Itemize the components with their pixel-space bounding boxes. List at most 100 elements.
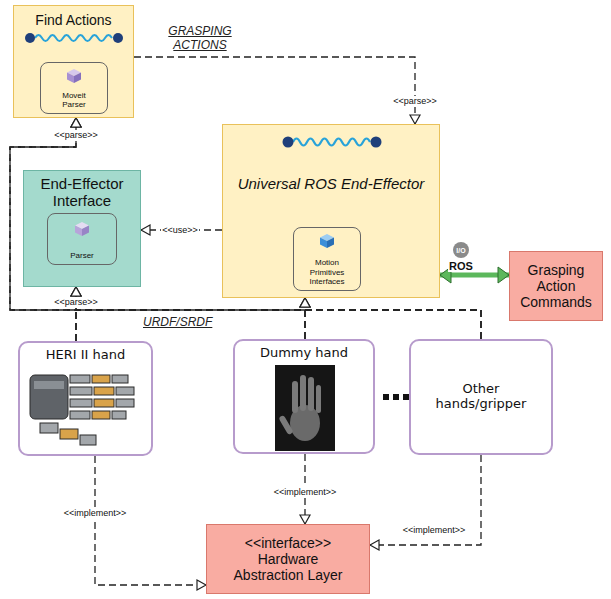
edge-label: <<use>> bbox=[161, 225, 199, 236]
thumb-link bbox=[60, 429, 78, 439]
node-text: Parser bbox=[70, 251, 94, 260]
hand-box: Dummy hand bbox=[233, 339, 375, 454]
finger-link bbox=[112, 411, 126, 419]
thumb-link bbox=[40, 423, 58, 433]
node-text: Grasping Action Commands bbox=[513, 262, 599, 310]
palm-plate bbox=[34, 381, 64, 389]
finger bbox=[316, 385, 321, 413]
cube-face bbox=[327, 238, 334, 249]
spring-icon bbox=[282, 133, 382, 151]
module-box: Motion Primitives Interfaces bbox=[293, 227, 361, 291]
cube-face bbox=[320, 238, 327, 249]
arrowhead bbox=[370, 540, 379, 550]
dummy-hand-picture bbox=[275, 365, 335, 451]
finger bbox=[292, 381, 298, 413]
edge-label: <<parse>> bbox=[53, 130, 99, 141]
dependency-line bbox=[76, 298, 310, 341]
flow-label: URDF/SRDF bbox=[143, 315, 212, 329]
arrowhead bbox=[300, 298, 310, 307]
edge-label: <<parse>> bbox=[53, 297, 99, 308]
connector-path bbox=[95, 456, 206, 585]
thumb bbox=[278, 415, 293, 435]
finger-link bbox=[94, 399, 114, 407]
cube-icon bbox=[74, 221, 90, 237]
dependency-line bbox=[95, 456, 206, 590]
arrowhead bbox=[300, 298, 310, 307]
module-box: Moveit Parser bbox=[40, 62, 108, 114]
arrowhead bbox=[410, 115, 420, 124]
dependency-line bbox=[300, 298, 481, 339]
arrowhead bbox=[71, 118, 81, 127]
dependency-line bbox=[134, 57, 420, 124]
edge-label: <<implement>> bbox=[402, 525, 467, 536]
edge-label: <<implement>> bbox=[273, 487, 338, 498]
cube-icon bbox=[319, 233, 335, 249]
finger-link bbox=[92, 375, 110, 383]
arrowhead bbox=[300, 298, 310, 307]
hand-box: HERI II hand bbox=[18, 341, 153, 456]
cube-icon bbox=[66, 68, 82, 84]
finger-link bbox=[70, 399, 92, 407]
spring-icon bbox=[24, 30, 124, 46]
finger-link bbox=[70, 387, 92, 395]
arrowhead bbox=[71, 118, 81, 127]
flow-label: GRASPING ACTIONS bbox=[163, 24, 237, 52]
heri-hand-picture bbox=[26, 367, 146, 453]
node-text: Motion Primitives Interfaces bbox=[304, 258, 350, 286]
palm bbox=[30, 375, 68, 419]
interface-box: <<interface>> Hardware Abstraction Layer bbox=[206, 524, 370, 594]
node-text: <<interface>> Hardware Abstraction Layer bbox=[229, 535, 347, 583]
node-text: Universal ROS End-Effector bbox=[238, 175, 425, 192]
photo-ground bbox=[275, 365, 335, 451]
spring-end bbox=[283, 137, 294, 148]
component-box: Find Actions Moveit Parser bbox=[13, 5, 134, 118]
node-text: Find Actions bbox=[35, 12, 111, 28]
cube-face bbox=[67, 73, 74, 84]
external-box: Grasping Action Commands bbox=[509, 251, 603, 321]
connector-path bbox=[76, 298, 305, 341]
spring-wave bbox=[293, 139, 370, 146]
finger-link bbox=[116, 387, 134, 395]
dependency-line bbox=[370, 455, 481, 550]
connector-path bbox=[134, 57, 415, 124]
arrowhead bbox=[71, 118, 81, 127]
finger-link bbox=[112, 375, 128, 383]
thumb-link bbox=[80, 435, 96, 445]
spring-end bbox=[371, 137, 382, 148]
component-box: Universal ROS End-Effector Motion Primit… bbox=[222, 124, 440, 298]
dependency-line bbox=[141, 225, 222, 235]
node-text: Other hands/gripper bbox=[421, 382, 541, 412]
arrowhead bbox=[71, 287, 81, 296]
node-text: Dummy hand bbox=[260, 346, 348, 361]
arrowhead bbox=[141, 225, 150, 235]
edge-label: ROS bbox=[448, 261, 474, 272]
cube-face bbox=[74, 73, 81, 84]
arrowhead bbox=[71, 287, 81, 296]
ellipsis-dot bbox=[393, 394, 399, 400]
fingers bbox=[40, 375, 134, 445]
arrowhead bbox=[71, 287, 81, 296]
node-text: End-Effector Interface bbox=[27, 175, 137, 210]
connector-path bbox=[370, 455, 481, 545]
interface-box: End-Effector Interface Parser bbox=[23, 170, 141, 287]
finger-link bbox=[70, 411, 90, 419]
edge-label: <<parse>> bbox=[392, 96, 438, 107]
cube-face bbox=[75, 226, 82, 237]
spring-wave bbox=[35, 35, 112, 41]
node-text: Moveit Parser bbox=[57, 91, 91, 109]
ellipsis-dot bbox=[383, 394, 389, 400]
finger bbox=[300, 375, 306, 411]
module-box: Parser bbox=[47, 213, 117, 265]
finger-link bbox=[70, 375, 90, 383]
cube-face bbox=[82, 226, 89, 237]
hand-box: Other hands/gripper bbox=[409, 339, 553, 455]
finger-link bbox=[94, 387, 114, 395]
arrowhead bbox=[498, 267, 509, 283]
arrowhead bbox=[197, 580, 206, 590]
connector-path bbox=[305, 298, 481, 339]
finger-link bbox=[116, 399, 134, 407]
dependency-line bbox=[10, 118, 481, 339]
arrowhead bbox=[300, 515, 310, 524]
edge-label: <<implement>> bbox=[63, 508, 128, 519]
